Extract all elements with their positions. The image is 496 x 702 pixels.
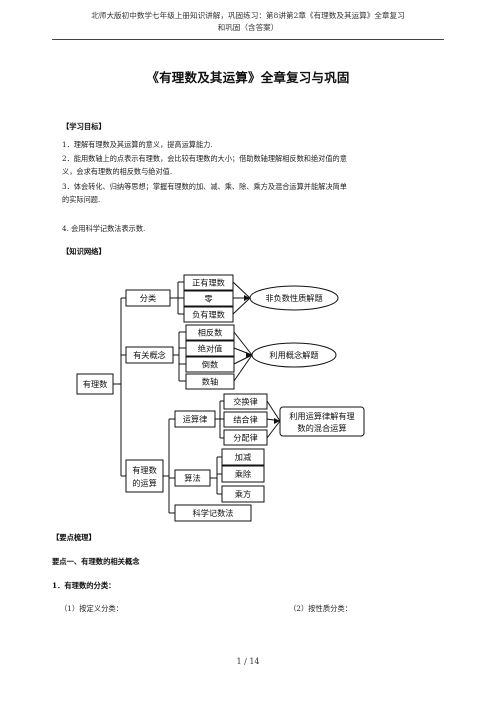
leaf-power: 乘方 [235,489,251,499]
leaf-zero: 零 [204,294,212,304]
branch-concepts: 有关概念 [133,350,166,360]
leaf-reciprocal: 倒数 [202,360,218,370]
header-line-1: 北师大版初中数学七年级上册知识讲解，巩固练习：第8讲第2章《有理数及其运算》全章… [91,11,405,20]
key-point-1: 要点一、有理数的相关概念 [52,557,140,566]
objective-line: 4. 会用科学记数法表示数. [62,224,146,233]
objective-line: 2．能用数轴上的点表示有理数，会比较有理数的大小；借助数轴理解相反数和绝对值的意 [62,154,347,163]
objective-line: 3．体会转化、归纳等思想；掌握有理数的加、减、乘、除、乘方及混合运算并能解决简单 [62,182,347,191]
result-concepts: 利用概念解题 [269,350,318,360]
leaf-multiply-divide: 乘除 [235,469,251,479]
sub-point-classification: 1．有理数的分类： [52,581,116,590]
objective-line: 义，会求有理数的相反数与绝对值. [62,167,173,176]
leaf-positive-rational: 正有理数 [192,278,225,288]
result-operations-line2: 数的混合运算 [297,423,346,433]
result-operations-line1: 利用运算律解有理 [289,411,355,421]
document-title: 《有理数及其运算》全章复习与巩固 [146,70,350,85]
knowledge-network-diagram: 有理数 分类 有关概念 有理数 的运算 正有理数 零 负有理数 相反数 绝对值 … [76,274,365,522]
leaf-associative: 结合律 [233,415,258,425]
key-points-heading: 【要点梳理】 [52,533,96,542]
objective-line: 的实际问题. [62,195,101,204]
classify-by-definition: （1）按定义分类： [60,604,124,613]
page-header: 北师大版初中数学七年级上册知识讲解，巩固练习：第8讲第2章《有理数及其运算》全章… [0,10,496,34]
node-scientific-notation: 科学记数法 [193,508,234,518]
root-node: 有理数 [83,379,108,389]
node-laws: 运算律 [183,414,208,424]
node-algorithms: 算法 [184,473,200,483]
leaf-absolute-value: 绝对值 [198,344,223,354]
branch-operations-line1: 有理数 [132,465,157,475]
leaf-add-subtract: 加减 [235,452,251,462]
classify-by-nature: （2）按性质分类： [289,604,353,613]
leaf-commutative: 交换律 [233,397,258,407]
result-nonnegative: 非负数性质解题 [265,293,322,303]
objective-line: 1．理解有理数及其运算的意义，提高运算能力. [62,140,213,149]
page-number: 1 / 14 [236,657,260,666]
leaf-negative-rational: 负有理数 [192,310,225,320]
network-heading: 【知识网络】 [62,247,106,256]
leaf-distributive: 分配律 [233,433,258,443]
branch-operations-line2: 的运算 [132,478,157,488]
header-divider [52,39,444,40]
leaf-opposite: 相反数 [198,328,223,338]
objectives-heading: 【学习目标】 [62,122,106,131]
leaf-number-line: 数轴 [202,377,218,387]
header-line-2: 和巩固（含答案） [217,23,279,32]
branch-classification: 分类 [140,293,156,303]
